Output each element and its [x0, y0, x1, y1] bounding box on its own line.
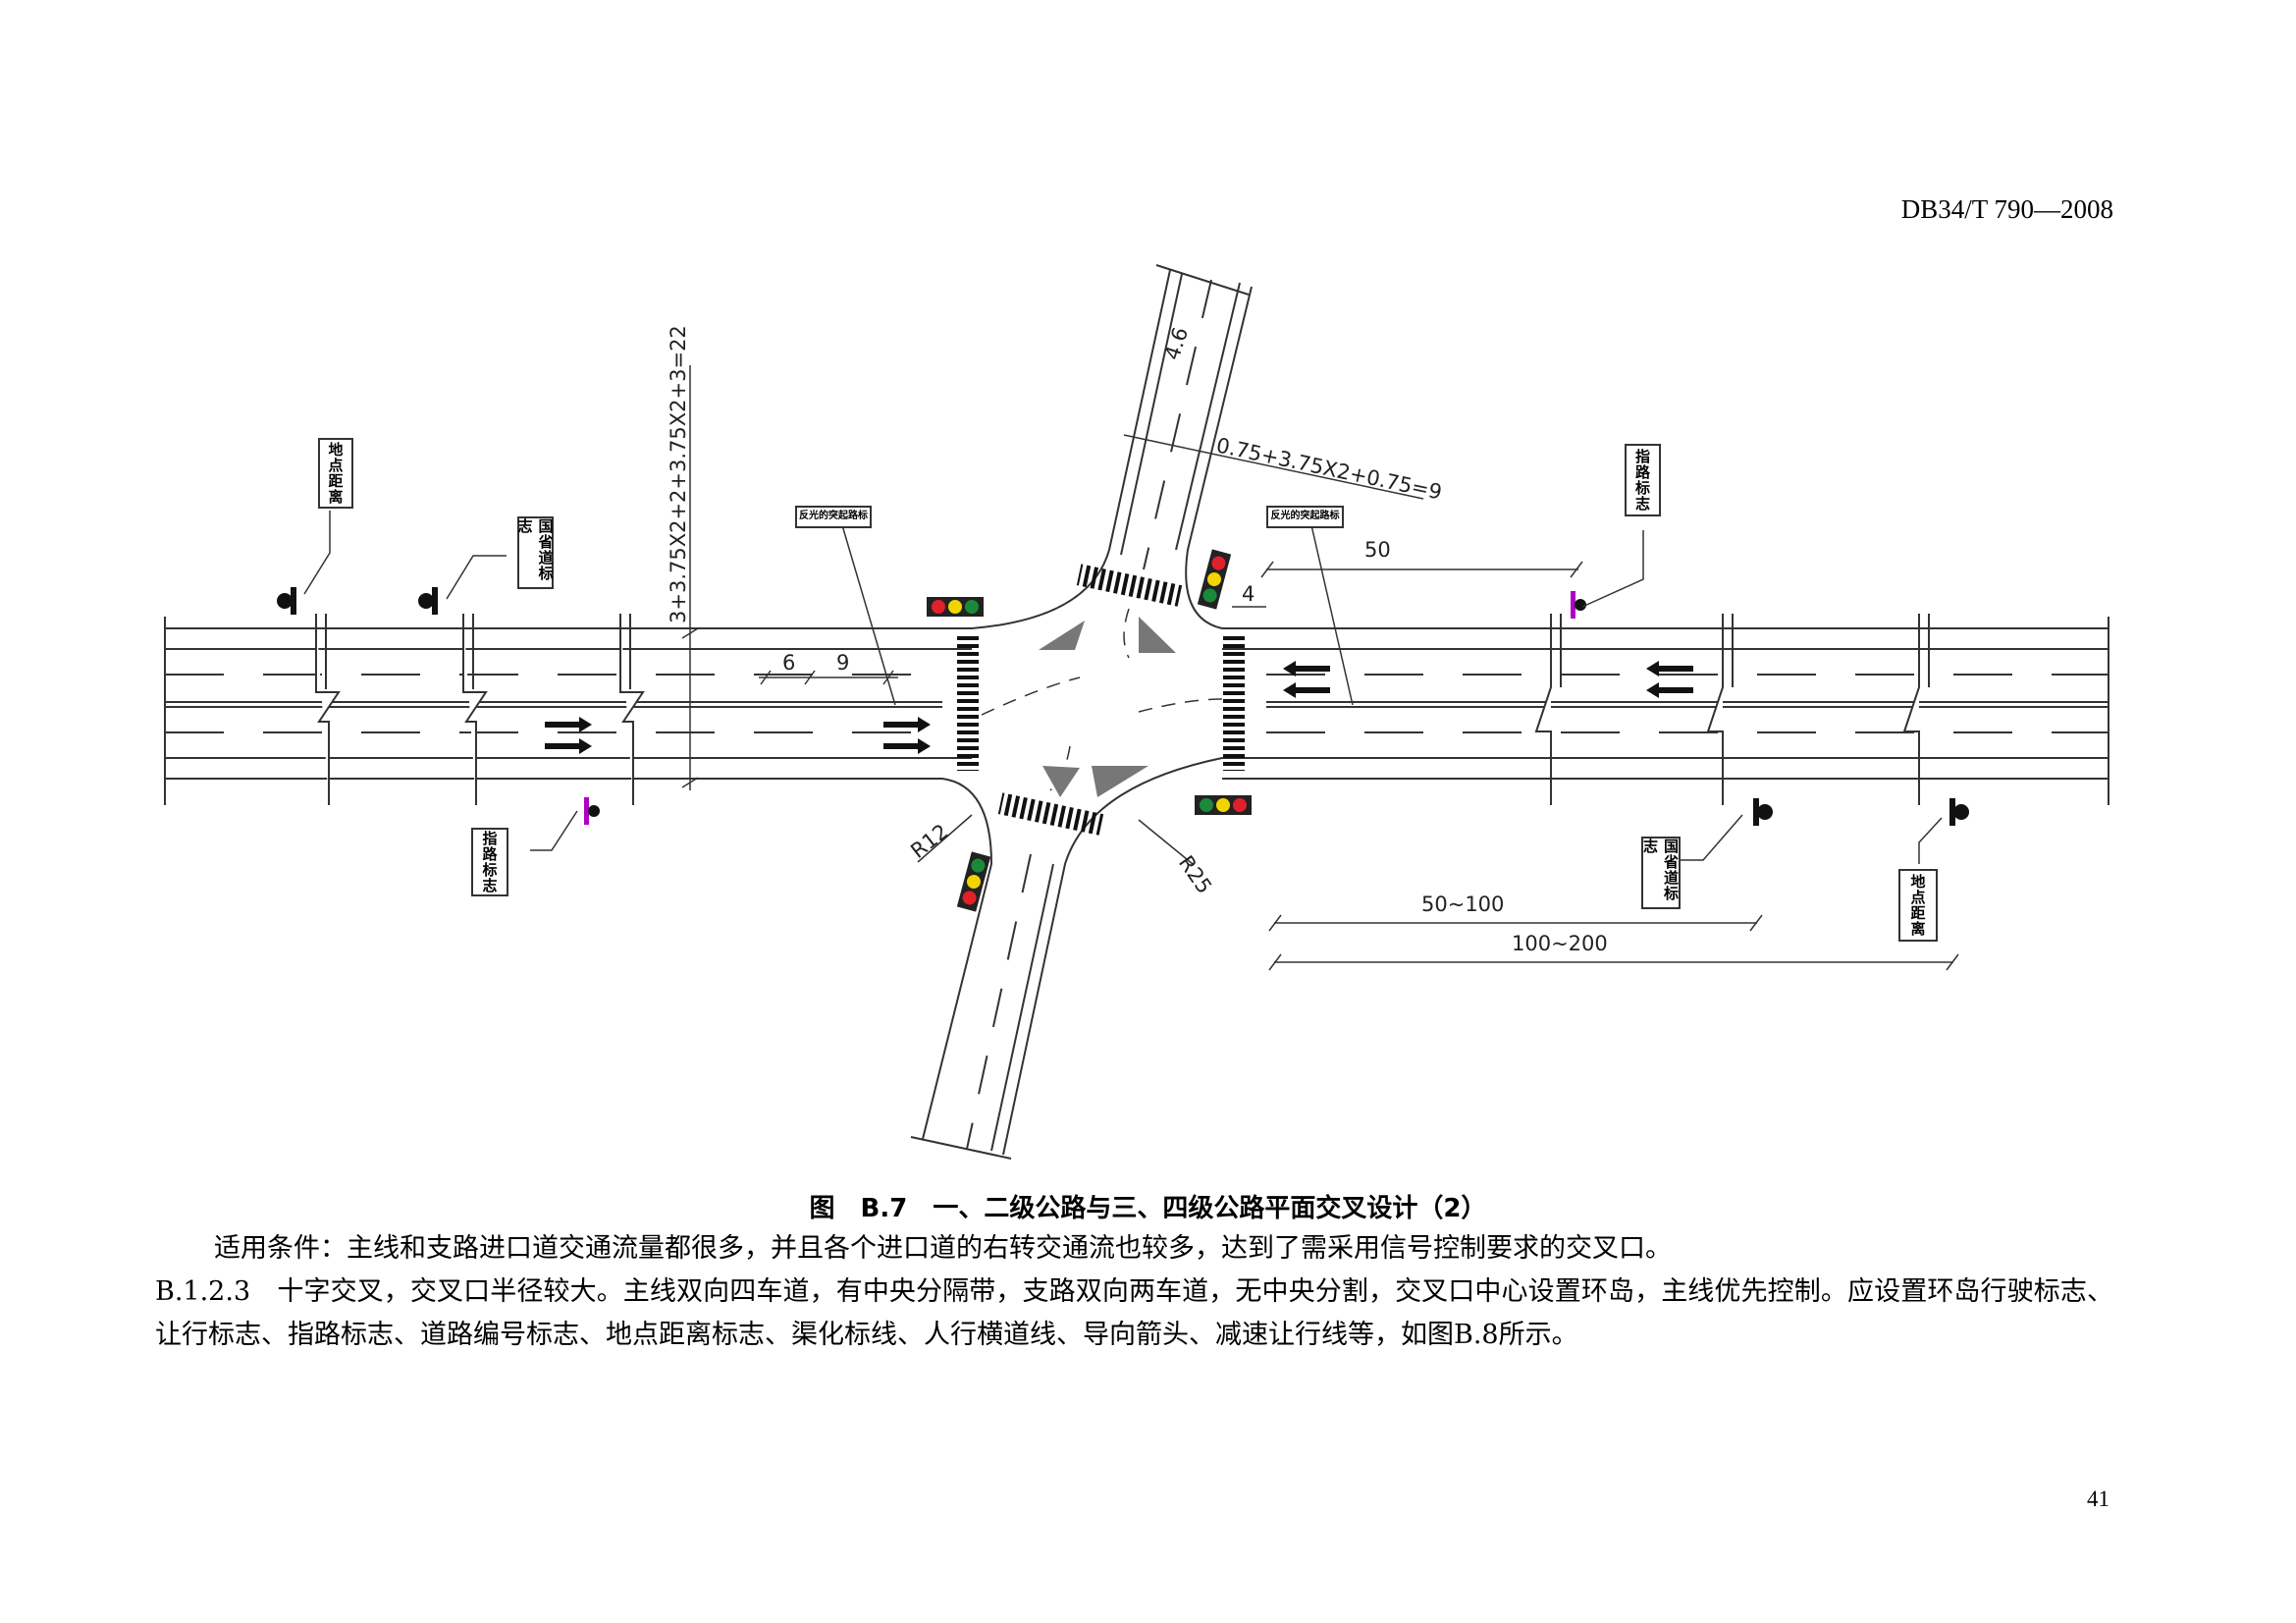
- dim-50-label: 50: [1364, 538, 1391, 562]
- traffic-signals: [927, 549, 1252, 912]
- dist-near-label: 50~100: [1421, 893, 1504, 916]
- sign-guide-left: 指路标志: [471, 828, 508, 896]
- leader-lines: [303, 511, 1943, 864]
- sign-location-distance-left: 地点距离: [318, 438, 353, 509]
- channelization-islands: [1039, 617, 1176, 797]
- traffic-signal-icon: [956, 851, 991, 912]
- dimension-lines: [681, 365, 1959, 971]
- dim-9-label: 9: [836, 651, 849, 675]
- sign-national-road-left: 国省道标志: [516, 516, 555, 589]
- traffic-signal-icon: [927, 597, 984, 617]
- sign-location-distance-right: 地点距离: [1898, 869, 1938, 942]
- radius-r25-label: R25: [1174, 851, 1216, 898]
- radius-r12-label: R12: [906, 820, 952, 863]
- traffic-signal-icon: [1197, 549, 1232, 610]
- sign-posts: [277, 587, 1969, 826]
- sign-guide-right: 指路标志: [1625, 444, 1661, 516]
- standard-code: DB34/T 790—2008: [1900, 194, 2113, 224]
- dim-4-label: 4: [1242, 582, 1255, 606]
- main-road: [164, 264, 2109, 1160]
- dim-6-label: 6: [782, 651, 795, 675]
- page-number: 41: [2087, 1487, 2109, 1511]
- figure-caption: 图 B.7 一、二级公路与三、四级公路平面交叉设计（2）: [809, 1194, 1487, 1223]
- dist-far-label: 100~200: [1512, 932, 1608, 955]
- sign-raised-marker-left: 反光的突起路标: [795, 506, 872, 528]
- crosswalks: [957, 564, 1245, 836]
- break-symbols: [315, 614, 1930, 805]
- paragraph-b1-2-3: B.1.2.3 十字交叉，交叉口半径较大。主线双向四车道，有中央分隔带，支路双向…: [155, 1276, 2113, 1350]
- sign-raised-marker-right: 反光的突起路标: [1266, 506, 1344, 528]
- sign-national-road-right: 国省道标志: [1641, 837, 1681, 909]
- branch-lane-label: 4.6: [1160, 324, 1193, 362]
- lane-arrows: [545, 661, 1693, 754]
- paragraph-conditions: 适用条件：主线和支路进口道交通流量都很多，并且各个进口道的右转交通流也较多，达到…: [214, 1233, 1672, 1264]
- main-width-label: 3+3.75X2+2+3.75X2+3=22: [667, 325, 690, 623]
- traffic-signal-icon: [1195, 795, 1252, 815]
- branch-width-label: 0.75+3.75X2+0.75=9: [1214, 433, 1444, 504]
